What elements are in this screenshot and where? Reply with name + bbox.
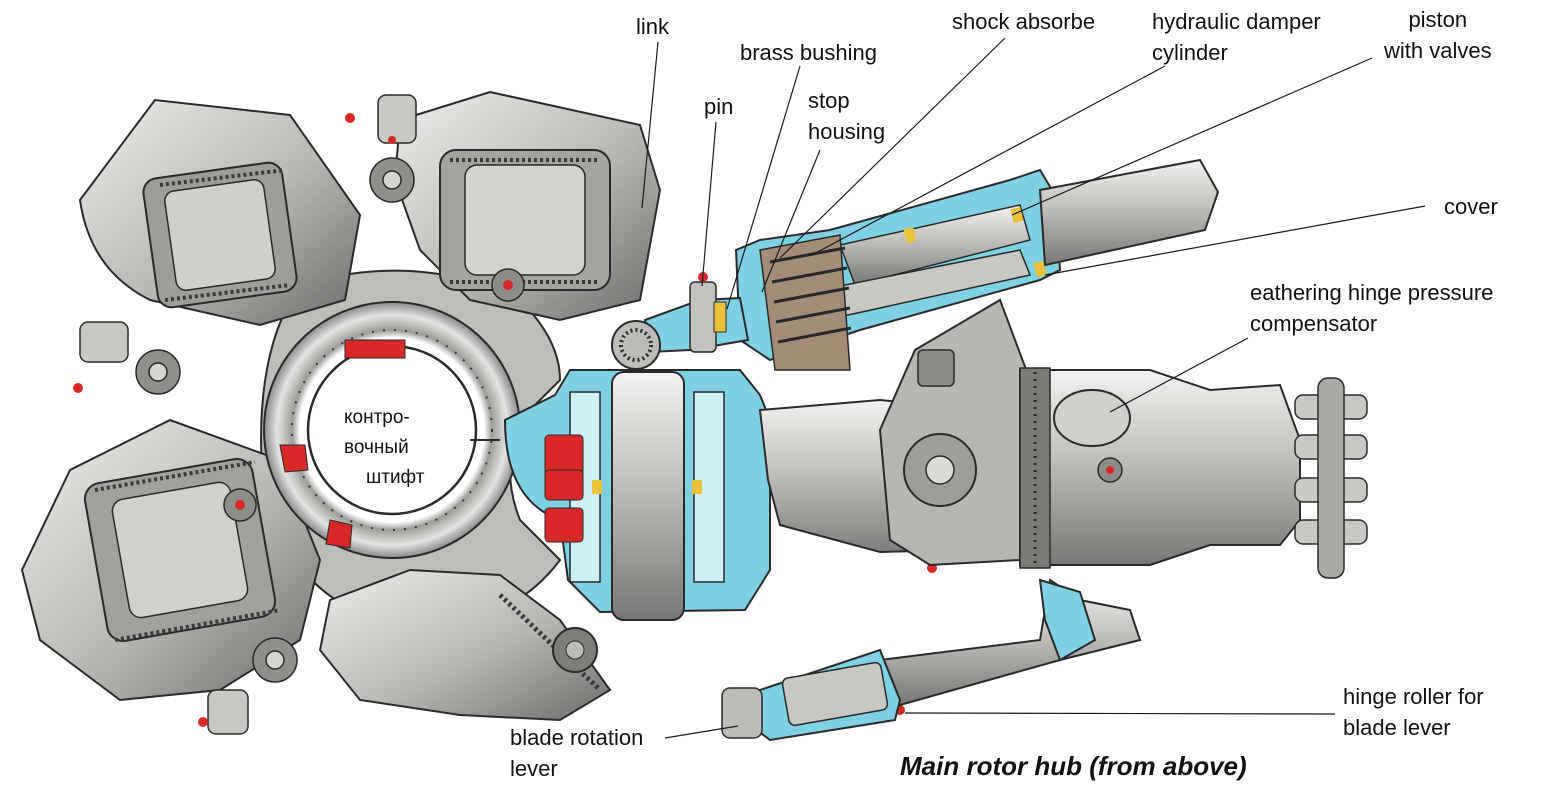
label-feathering-line2: compensator bbox=[1250, 311, 1378, 336]
hub-center-ring bbox=[263, 301, 521, 559]
feathering-hinge-housing bbox=[1019, 367, 1301, 569]
vertical-hinge-section bbox=[503, 369, 771, 621]
label-control-pin-line2: вочный bbox=[344, 437, 409, 458]
hinge-link-body bbox=[758, 298, 1047, 567]
label-link: link bbox=[636, 14, 670, 39]
label-stop-housing-line1: stop bbox=[808, 88, 850, 113]
label-feathering-line1: eathering hinge pressure bbox=[1250, 280, 1494, 305]
label-hydraulic-damper: hydraulic damper cylinder bbox=[1152, 6, 1321, 68]
label-control-pin-line3: штифт bbox=[366, 467, 425, 488]
blade-grip-lower bbox=[318, 568, 612, 722]
label-hinge-roller-line1: hinge roller for bbox=[1343, 684, 1484, 709]
label-feathering-compensator: eathering hinge pressure compensator bbox=[1250, 277, 1493, 339]
blade-rotation-lever bbox=[721, 578, 1142, 742]
blade-grip-lower-left bbox=[20, 418, 322, 702]
leader-lines bbox=[641, 37, 1426, 739]
label-hinge-roller: hinge roller for blade lever bbox=[1343, 681, 1484, 743]
label-pin: pin bbox=[704, 94, 734, 119]
label-stop-housing: stop housing bbox=[808, 85, 885, 147]
label-hydraulic-damper-line1: hydraulic damper bbox=[1152, 9, 1321, 34]
blade-grip-upper-left bbox=[78, 98, 362, 327]
grip-bearings bbox=[79, 94, 417, 735]
label-piston-line2: with valves bbox=[1384, 38, 1492, 63]
label-hydraulic-damper-line2: cylinder bbox=[1152, 40, 1228, 65]
label-blade-rotation-line2: lever bbox=[510, 756, 558, 781]
blade-attachment-fork bbox=[1294, 377, 1368, 579]
label-shock-absorber: shock absorbe bbox=[952, 9, 1096, 34]
label-hinge-roller-line2: blade lever bbox=[1343, 715, 1451, 740]
label-cover: cover bbox=[1444, 194, 1498, 219]
label-piston-with-valves: piston with valves bbox=[1384, 4, 1492, 66]
blade-grip-upper bbox=[393, 90, 662, 322]
label-blade-rotation-lever: blade rotation lever bbox=[510, 722, 643, 784]
label-control-pin-line1: контро- bbox=[344, 407, 410, 428]
link-and-pin bbox=[611, 272, 750, 370]
label-blade-rotation-line1: blade rotation bbox=[510, 725, 644, 750]
label-control-pin: контро- вочный штифт bbox=[344, 403, 424, 493]
label-brass-bushing: brass bushing bbox=[740, 40, 877, 65]
label-stop-housing-line2: housing bbox=[808, 119, 886, 144]
label-piston-line1: piston bbox=[1408, 7, 1468, 32]
figure-caption: Main rotor hub (from above) bbox=[900, 751, 1247, 781]
